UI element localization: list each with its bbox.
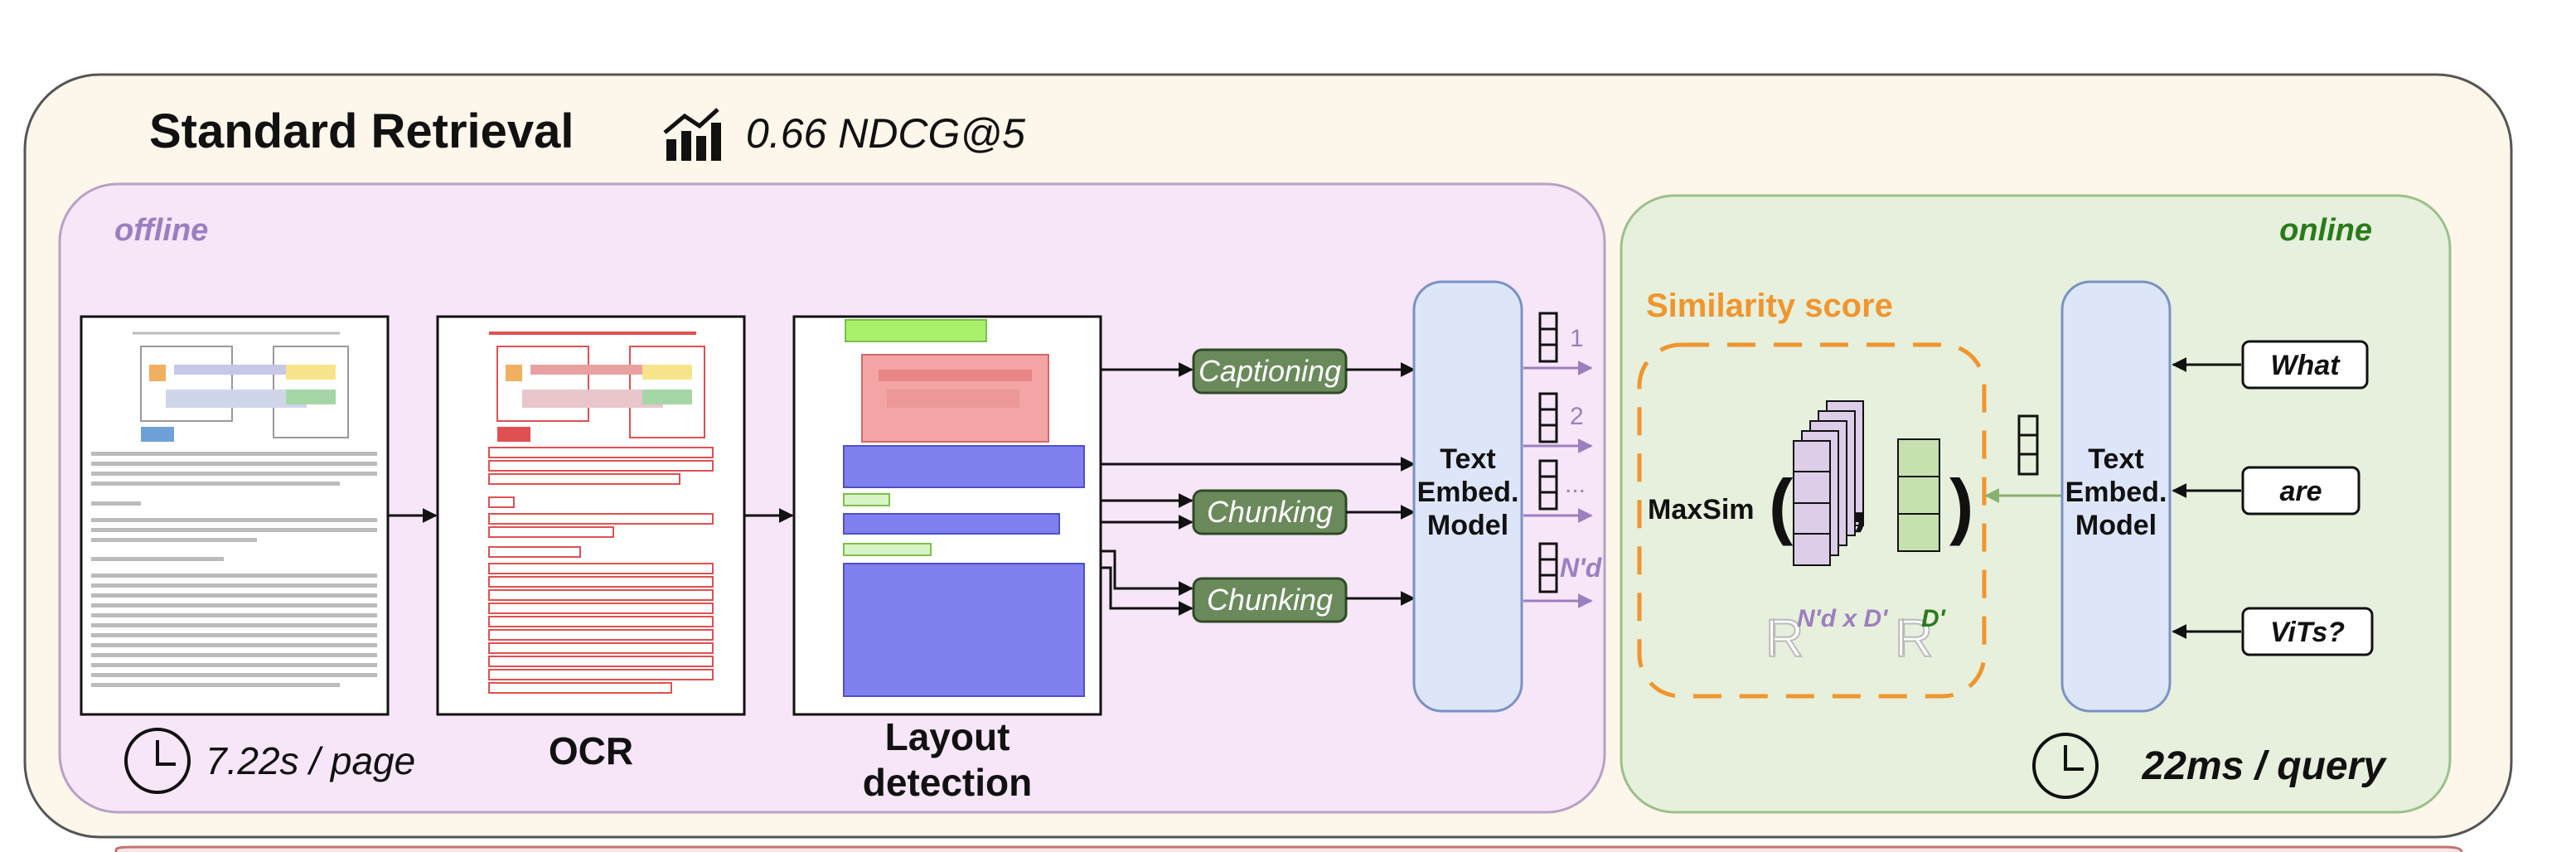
ndcg-metric: 0.66 NDCG@5 [746, 110, 1025, 157]
query-token-are-label: are [2279, 476, 2322, 507]
captioning-box: Captioning [1192, 348, 1348, 395]
output-vector-icons [1538, 312, 1558, 593]
document-page-ocr [436, 315, 746, 716]
vector-label-2: 2 [1570, 403, 1584, 430]
vector-label-1: 1 [1570, 325, 1584, 352]
dim-doc-label: N'd x D' [1797, 605, 1888, 632]
document-embedding-matrix-icon [1793, 400, 1864, 566]
query-token-are: are [2241, 466, 2361, 516]
offline-label: offline [114, 213, 208, 248]
query-vector-icon [2017, 414, 2039, 476]
embed-offline-line3: Model [1427, 510, 1508, 541]
real-numbers-icon-query: R [1894, 608, 1934, 669]
query-token-what-label: What [2270, 350, 2341, 381]
flow-arrows-offline [1101, 362, 1416, 616]
maxsim-label: MaxSim [1648, 494, 1755, 525]
query-token-vits-label: ViTs? [2270, 617, 2345, 648]
offline-time: 7.22s / page [206, 739, 415, 782]
vector-label-n: N'd [1560, 553, 1603, 583]
open-paren: ( [1769, 464, 1794, 546]
close-paren: ) [1949, 464, 1973, 546]
real-numbers-icon-doc: R [1765, 608, 1804, 669]
chunking-box-1: Chunking [1192, 489, 1348, 535]
text-embed-model-online: Text Embed. Model [2060, 280, 2172, 713]
online-label: online [2279, 213, 2372, 248]
vector-label-3: ... [1565, 471, 1586, 498]
online-time: 22ms / query [2142, 744, 2388, 788]
query-token-what: What [2241, 340, 2369, 390]
document-page-raw [80, 315, 390, 716]
similarity-box [1637, 342, 1987, 699]
svg-text:R: R [1765, 608, 1804, 668]
embed-online-line2: Embed. [2065, 477, 2167, 508]
chunking-label-1: Chunking [1207, 495, 1333, 529]
query-token-arrows [2172, 357, 2241, 639]
query-token-vits: ViTs? [2241, 607, 2374, 656]
layout-label-line1: Layout [885, 715, 1010, 758]
clock-icon-offline [124, 728, 191, 794]
bar-chart-icon [663, 108, 721, 161]
panel-title: Standard Retrieval [149, 104, 574, 158]
dim-query-label: D' [1921, 605, 1946, 632]
chunking-box-2: Chunking [1192, 577, 1348, 623]
similarity-score-label: Similarity score [1646, 288, 1893, 324]
document-page-layout [792, 315, 1102, 716]
captioning-label: Captioning [1198, 354, 1341, 388]
ocr-label: OCR [549, 729, 633, 772]
next-panel-edge [114, 845, 2463, 852]
chunking-label-2: Chunking [1207, 583, 1333, 617]
query-embedding-matrix-icon [1897, 438, 1940, 552]
embed-offline-line2: Embed. [1417, 477, 1519, 508]
embed-offline-line1: Text [1440, 443, 1495, 475]
embed-online-line3: Model [2075, 510, 2157, 541]
clock-icon-online [2032, 733, 2099, 799]
comma: , [1850, 462, 1868, 536]
text-embed-model-offline: Text Embed. Model [1412, 280, 1523, 713]
layout-label-line2: detection [863, 761, 1032, 804]
embed-online-line1: Text [2088, 443, 2143, 475]
output-vector-arrows [1523, 361, 1593, 608]
svg-text:R: R [1895, 608, 1933, 668]
